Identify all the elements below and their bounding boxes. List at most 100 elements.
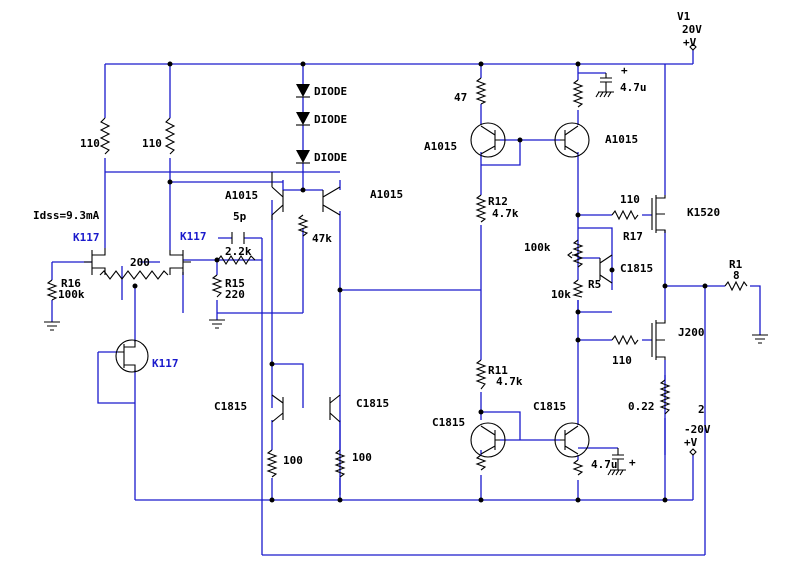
resistor-r16 [46,279,58,301]
labels: V1 20V +V 2 -20V +V DIODE DIODE DIODE 11… [33,10,743,471]
label-diode-1: DIODE [314,85,347,98]
transistor-c1815-mirror-lower-right [554,422,590,458]
resistor-r1 [724,280,748,292]
resistor-2-2k [217,254,256,266]
capacitor-4-7u-top [595,73,614,98]
label-r1-val: 8 [733,269,740,282]
label-v2-volt: -20V [684,423,711,436]
label-r-100-a: 100 [283,454,303,467]
label-r11-val: 4.7k [496,375,523,388]
label-r-47k: 47k [312,232,332,245]
label-a1015-d: A1015 [605,133,638,146]
label-c1815-a: C1815 [214,400,247,413]
resistor-r11 [475,359,487,390]
resistor-emitter-c1815-left [475,454,487,471]
label-j200: J200 [678,326,705,339]
components [44,43,768,478]
resistor-110-right [164,117,176,155]
terminal-v1 [689,43,697,51]
terminal-v2 [689,448,697,456]
diode-1 [296,84,310,98]
label-r-110-a: 110 [80,137,100,150]
label-v2: 2 [698,403,705,416]
label-c1815-b: C1815 [356,397,389,410]
resistor-47 [475,77,487,105]
label-k1520: K1520 [687,206,720,219]
transistor-c1815-mirror-lower-left [470,422,506,458]
label-v2-plus: +V [684,436,698,449]
wires [51,50,761,556]
resistor-100k-pot [572,239,584,268]
label-r11: R11 [488,364,508,377]
resistor-200 [99,270,169,280]
transistor-a1015-diff-right [322,186,341,216]
label-c1815-e: C1815 [620,262,653,275]
label-r17: R17 [623,230,643,243]
label-cap-4-7u-b: 4.7u [591,458,618,471]
label-r16-val: 100k [58,288,85,301]
diode-2 [296,112,310,126]
transistor-c1815-mirror-left [271,394,284,423]
label-r12-val: 4.7k [492,207,519,220]
transistor-a1015-mirror-left [470,122,506,158]
label-a1015-a: A1015 [225,189,258,202]
ground-r16 [44,321,60,331]
resistor-100-left [266,449,278,478]
ground-output [752,334,768,344]
label-r-100-b: 100 [352,451,372,464]
resistor-r5-arrow [567,251,578,259]
resistor-47k [297,214,309,237]
label-r-2-2k: 2.2k [225,245,252,258]
label-r-100k: 100k [524,241,551,254]
label-cap-4-7u-a: 4.7u [620,81,647,94]
resistor-110-r17 [611,209,639,221]
label-c1815-c: C1815 [432,416,465,429]
jfet-k117-left [84,248,106,275]
label-a1015-b: A1015 [370,188,403,201]
label-r-0-22: 0.22 [628,400,655,413]
jfet-k117-right [169,250,191,275]
label-r-110-b: 110 [142,137,162,150]
label-r16: R16 [61,277,81,290]
jfet-k117-source [115,339,149,373]
resistor-110-lower [611,334,639,346]
resistor-r15 [211,274,223,298]
label-a1015-c: A1015 [424,140,457,153]
label-idss: Idss=9.3mA [33,209,100,222]
label-plus-a: + [621,64,628,77]
resistor-110-left [99,117,111,155]
ground-r15 [209,319,225,329]
transistor-c1815-vbe [599,254,613,284]
label-c1815-d: C1815 [533,400,566,413]
mosfet-j200 [651,320,666,360]
label-r5: R5 [588,278,601,291]
resistor-emitter-c1815-right [572,459,584,476]
label-r15-val: 220 [225,288,245,301]
label-k117-b: K117 [180,230,207,243]
resistor-a1015-right-emitter [572,79,584,108]
label-plus-b: + [629,456,636,469]
resistor-100-right [334,449,346,478]
capacitor-5p [231,232,245,244]
label-r-10k: 10k [551,288,571,301]
label-r-110-c: 110 [620,193,640,206]
label-k117-a: K117 [73,231,100,244]
label-r1: R1 [729,258,743,271]
label-v1-volt: 20V [682,23,702,36]
transistor-a1015-diff-left [271,172,284,220]
resistor-0-22 [659,379,671,415]
label-r15: R15 [225,277,245,290]
label-v1-plus: +V [683,36,697,49]
label-v1: V1 [677,10,691,23]
transistor-c1815-mirror-right [329,394,341,423]
junctions [132,61,708,503]
mosfet-k1520 [651,195,666,233]
label-r-110-d: 110 [612,354,632,367]
resistor-r12 [475,194,487,223]
label-diode-2: DIODE [314,113,347,126]
label-r-200: 200 [130,256,150,269]
resistor-10k [572,279,584,298]
capacitor-4-7u-bottom [607,448,626,476]
label-diode-3: DIODE [314,151,347,164]
